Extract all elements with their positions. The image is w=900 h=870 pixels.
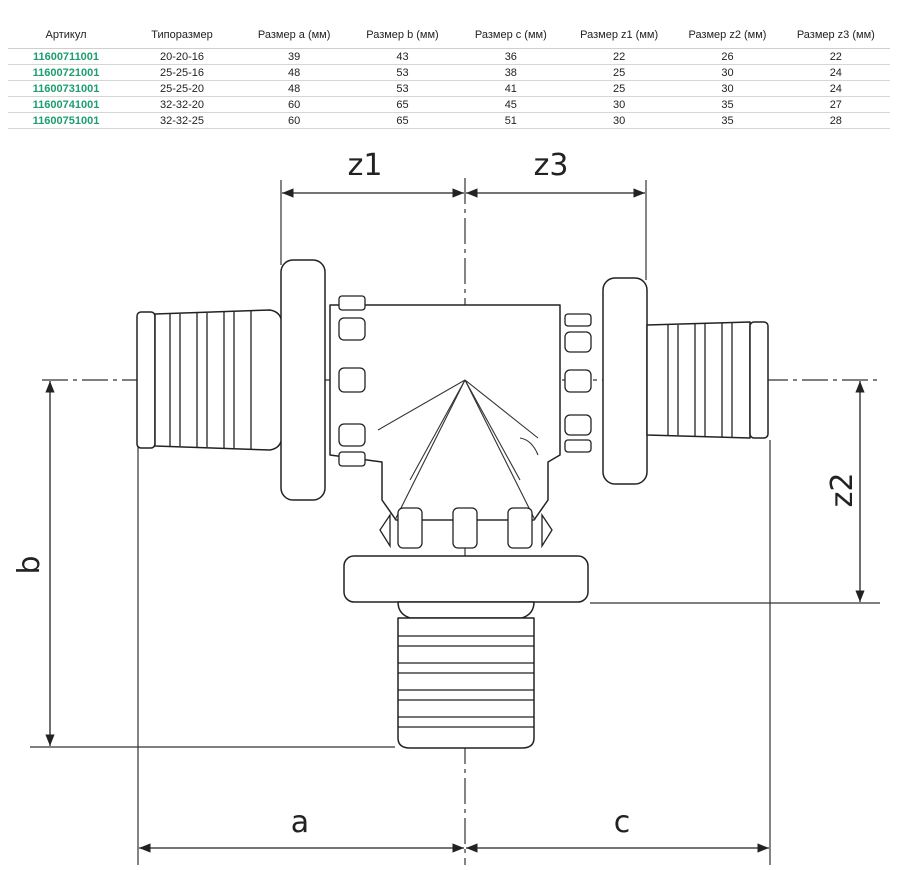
- table-row: 11600711001 20-20-16 39 43 36 22 26 22: [8, 48, 890, 65]
- b-cell: 53: [348, 64, 457, 81]
- body-construction-lines: [377, 379, 539, 521]
- c-cell: 51: [456, 112, 565, 129]
- z2-cell: 30: [673, 80, 782, 97]
- dim-label-z3: z3: [534, 148, 569, 183]
- z3-cell: 22: [781, 48, 890, 65]
- fitting-body: [136, 259, 769, 749]
- article-cell: 11600731001: [8, 80, 124, 97]
- z3-cell: 28: [781, 112, 890, 129]
- size-cell: 20-20-16: [124, 48, 240, 65]
- z1-cell: 25: [564, 80, 674, 97]
- z2-cell: 35: [673, 112, 782, 129]
- b-cell: 65: [348, 96, 457, 113]
- z3-cell: 27: [781, 96, 890, 113]
- c-cell: 41: [456, 80, 565, 97]
- a-cell: 48: [240, 64, 349, 81]
- size-cell: 25-25-20: [124, 80, 240, 97]
- table-row: 11600751001 32-32-25 60 65 51 30 35 28: [8, 112, 890, 129]
- header-article: Артикул: [8, 22, 124, 49]
- header-size-a: Размер a (мм): [240, 22, 349, 49]
- z3-cell: 24: [781, 64, 890, 81]
- a-cell: 60: [240, 112, 349, 129]
- size-cell: 32-32-20: [124, 96, 240, 113]
- a-cell: 39: [240, 48, 349, 65]
- header-size: Типоразмер: [124, 22, 240, 49]
- z2-cell: 35: [673, 96, 782, 113]
- size-cell: 25-25-16: [124, 64, 240, 81]
- z2-cell: 26: [673, 48, 782, 65]
- table-row: 11600741001 32-32-20 60 65 45 30 35 27: [8, 96, 890, 113]
- c-cell: 36: [456, 48, 565, 65]
- article-cell: 11600741001: [8, 96, 124, 113]
- dim-label-c: c: [614, 805, 631, 840]
- a-cell: 60: [240, 96, 349, 113]
- table-header-row: Артикул Типоразмер Размер a (мм) Размер …: [8, 22, 890, 49]
- table-row: 11600731001 25-25-20 48 53 41 25 30 24: [8, 80, 890, 97]
- dim-label-z1: z1: [348, 148, 383, 183]
- dim-label-b: b: [12, 555, 47, 574]
- z1-cell: 22: [564, 48, 674, 65]
- locking-clips: [338, 295, 592, 549]
- c-cell: 38: [456, 64, 565, 81]
- z2-cell: 30: [673, 64, 782, 81]
- header-size-z1: Размер z1 (мм): [564, 22, 674, 49]
- extension-lines: [30, 180, 880, 865]
- article-cell: 11600711001: [8, 48, 124, 65]
- table-row: 11600721001 25-25-16 48 53 38 25 30 24: [8, 64, 890, 81]
- dimensions-table: Артикул Типоразмер Размер a (мм) Размер …: [8, 22, 890, 129]
- article-cell: 11600721001: [8, 64, 124, 81]
- size-cell: 32-32-25: [124, 112, 240, 129]
- z1-cell: 30: [564, 112, 674, 129]
- header-size-b: Размер b (мм): [348, 22, 457, 49]
- dimension-lines: [45, 188, 865, 853]
- article-cell: 11600751001: [8, 112, 124, 129]
- c-cell: 45: [456, 96, 565, 113]
- z3-cell: 24: [781, 80, 890, 97]
- dim-label-z2: z2: [825, 473, 860, 508]
- dim-label-a: a: [291, 805, 309, 840]
- header-size-c: Размер c (мм): [456, 22, 565, 49]
- header-size-z3: Размер z3 (мм): [781, 22, 890, 49]
- barb-ridges: [169, 311, 733, 728]
- b-cell: 43: [348, 48, 457, 65]
- z1-cell: 30: [564, 96, 674, 113]
- b-cell: 53: [348, 80, 457, 97]
- b-cell: 65: [348, 112, 457, 129]
- tee-fitting-drawing: z1 z3 a c b z2: [12, 148, 880, 865]
- a-cell: 48: [240, 80, 349, 97]
- z1-cell: 25: [564, 64, 674, 81]
- header-size-z2: Размер z2 (мм): [673, 22, 782, 49]
